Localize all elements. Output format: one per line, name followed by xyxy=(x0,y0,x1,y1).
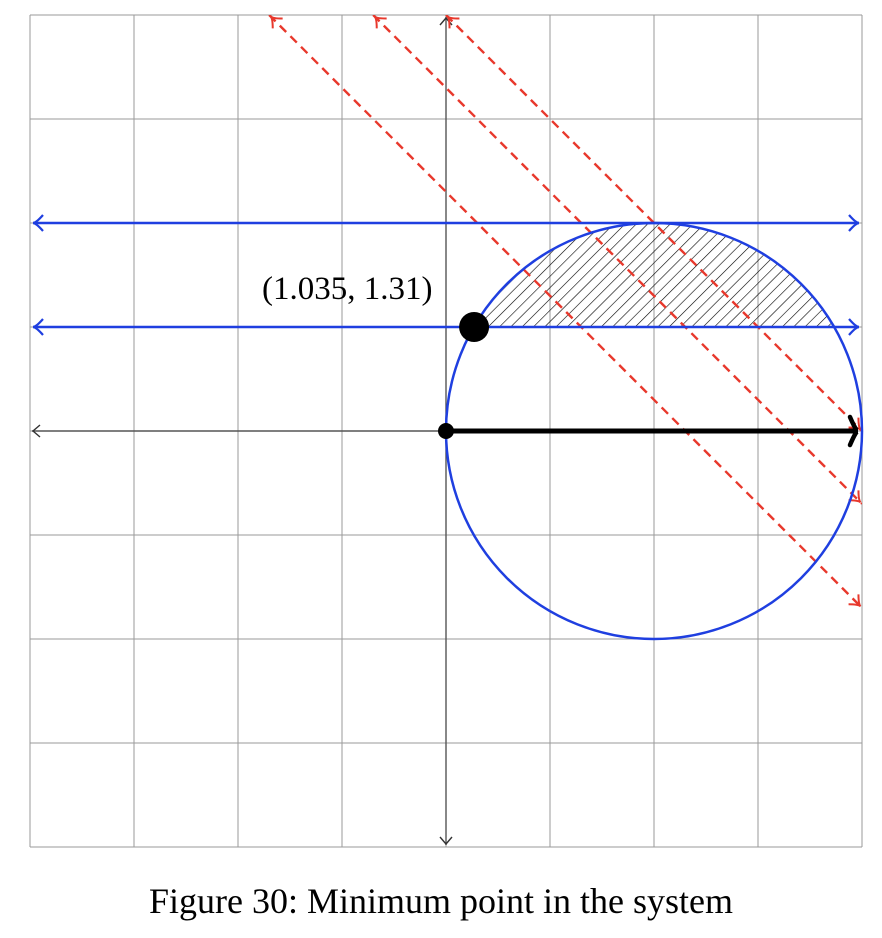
axes xyxy=(31,16,453,846)
hatched-region xyxy=(473,223,835,327)
y-axis-arrow-bottom xyxy=(439,836,453,846)
minimum-point-label: (1.035, 1.31) xyxy=(262,271,432,307)
horizontal-line-2-arrow-right xyxy=(848,318,860,336)
x-axis-arrow xyxy=(31,424,41,438)
figure-caption: Figure 30: Minimum point in the system xyxy=(149,881,733,921)
horizontal-line-1-arrow-left xyxy=(32,214,44,232)
hatched-segment xyxy=(473,223,835,327)
points xyxy=(438,312,490,439)
ray-group xyxy=(446,414,859,448)
dashed-line-1 xyxy=(445,15,862,432)
ray-arrow xyxy=(847,414,859,448)
horizontal-lines xyxy=(32,214,860,336)
figure-diagram: (1.035, 1.31) xyxy=(29,14,864,848)
minimum-point xyxy=(459,312,490,342)
horizontal-line-1-arrow-right xyxy=(848,214,860,232)
origin-point xyxy=(438,423,454,439)
dashed-line-3 xyxy=(268,15,862,609)
horizontal-line-2-arrow-left xyxy=(32,318,44,336)
dashed-line-2 xyxy=(372,15,862,505)
